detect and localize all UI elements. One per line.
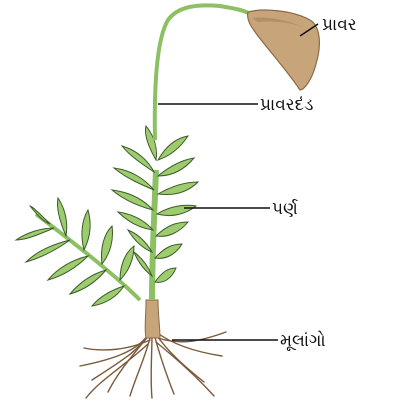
rhizoid-filament [151,334,152,398]
leaf [112,190,153,210]
seta-label: પ્રાવરદંડ [260,95,313,115]
side-branch-leaves [16,198,134,306]
leaf [158,182,198,195]
leaf [16,228,54,240]
leaf [92,286,124,306]
rhizoid-filament [156,332,222,356]
leaf [155,244,182,258]
leaf [118,212,153,230]
leaf [156,222,188,236]
leaf [120,246,134,280]
leaf [155,268,176,282]
stem-base [145,300,160,338]
leaf [114,168,154,190]
rhizoid-filament [92,332,150,380]
leaf [134,252,152,276]
seta-stalk [155,5,250,140]
leaf [30,206,50,224]
capsule-label: પ્રાવર [322,15,357,35]
leaf [158,136,188,160]
leaf [70,270,106,294]
leaf-label: પર્ણ [272,199,298,219]
rhizoids-label: મૂલાંગો [280,330,326,351]
leaf [157,205,196,215]
leaf [26,240,70,262]
rhizoids-group [80,332,226,398]
leaf [48,256,88,280]
leaf [158,158,194,176]
leaf [82,210,90,250]
leaf [122,146,154,172]
leaf [101,226,112,264]
